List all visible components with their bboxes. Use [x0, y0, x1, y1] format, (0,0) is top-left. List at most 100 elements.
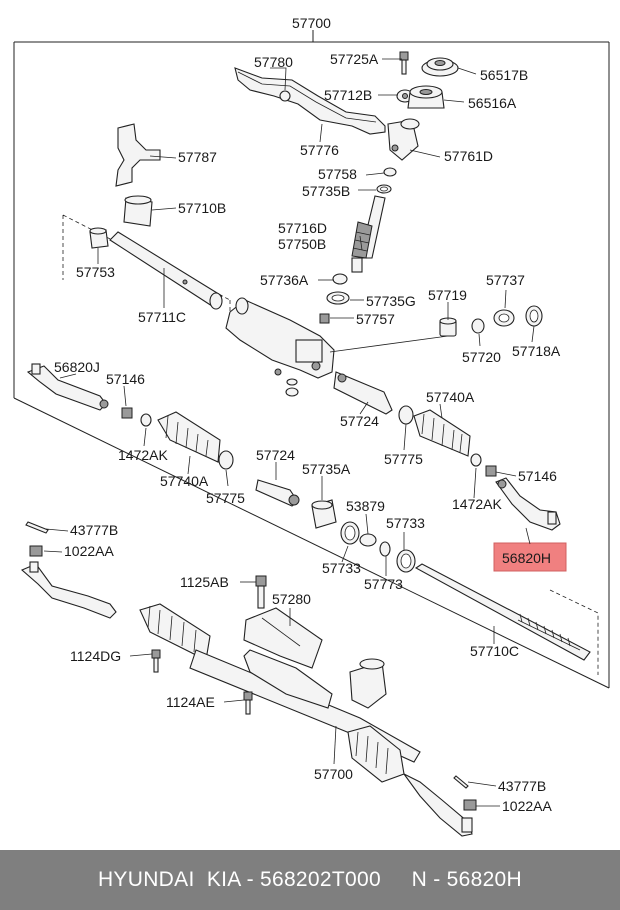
ring-57733-right	[396, 549, 416, 573]
label-56517B: 56517B	[480, 67, 528, 83]
label-1472AK-left: 1472AK	[118, 447, 168, 463]
label-57753: 57753	[76, 264, 115, 280]
boot-57740A-right	[413, 409, 471, 457]
bolt-57725A	[399, 51, 409, 75]
bushing-57753	[89, 227, 109, 249]
clip-1472AK-right	[470, 453, 482, 467]
cotter-pin-43777B-top	[25, 521, 49, 534]
label-57725A: 57725A	[330, 51, 379, 67]
label-43777B-bottom: 43777B	[498, 778, 546, 794]
label-57712B: 57712B	[324, 87, 372, 103]
part-number-footer: HYUNDAI KIA - 568202T000 N - 56820H	[0, 850, 620, 910]
rack-tube-57711C	[109, 231, 223, 310]
cotter-pin-43777B-bottom	[453, 775, 469, 789]
ring-57735B	[376, 184, 392, 194]
inner-tie-rod-57724-mid	[255, 479, 300, 507]
label-1124AE: 1124AE	[166, 694, 215, 710]
label-57700-top: 57700	[292, 15, 331, 31]
bracket-57787	[115, 123, 161, 187]
ring-57736A	[332, 273, 348, 285]
label-1472AK-right: 1472AK	[452, 496, 502, 512]
label-57710C: 57710C	[470, 643, 519, 659]
label-57724-mid: 57724	[256, 447, 295, 463]
seal-56517B	[421, 57, 459, 77]
bolt-1124AE	[243, 691, 253, 715]
bushing-57710B	[123, 195, 153, 227]
label-56516A: 56516A	[468, 95, 517, 111]
spring-57720	[471, 318, 485, 334]
clip-1472AK-left	[140, 413, 152, 427]
ring-57773	[379, 541, 391, 557]
label-57719: 57719	[428, 287, 467, 303]
label-57773: 57773	[364, 576, 403, 592]
nut-57146-left	[121, 407, 133, 419]
bolt-1124DG	[151, 649, 161, 673]
label-57787: 57787	[178, 149, 217, 165]
nut-57146-right	[485, 465, 497, 477]
label-57716D: 57716D	[278, 220, 327, 236]
label-53879: 53879	[346, 498, 385, 514]
exploded-parts-diagram: 57700 57780 57725A 56517B 57712B 56516A …	[13, 15, 610, 837]
ring-57735G	[326, 291, 350, 305]
ring-57733-left	[340, 521, 360, 545]
boot-57740A-left	[157, 411, 221, 463]
label-57146-right: 57146	[518, 468, 557, 484]
label-57724-top: 57724	[340, 413, 379, 429]
label-57735G: 57735G	[366, 293, 416, 309]
label-57710B: 57710B	[178, 200, 226, 216]
label-57750B: 57750B	[278, 236, 326, 252]
label-1022AA-bottom: 1022AA	[502, 798, 552, 814]
clamp-57775-right	[398, 405, 414, 425]
nut-57757	[319, 313, 330, 324]
pressure-pipe-57780	[234, 67, 386, 135]
label-43777B-top: 43777B	[70, 522, 118, 538]
label-57740A-left: 57740A	[160, 473, 209, 489]
label-1124DG: 1124DG	[70, 648, 121, 664]
bolt-1125AB	[255, 575, 267, 609]
label-57711C: 57711C	[138, 309, 186, 325]
label-57146-left: 57146	[106, 371, 145, 387]
clamp-57775-left	[218, 450, 234, 470]
label-57737: 57737	[486, 272, 525, 288]
label-57775-left: 57775	[206, 490, 245, 506]
pinion-shaft-57716D	[351, 195, 386, 273]
rack-bar-57710C	[414, 563, 591, 661]
rack-housing	[225, 297, 335, 379]
label-57740A-right: 57740A	[426, 389, 475, 405]
nut-57718A	[525, 305, 543, 327]
bushing-57735A	[311, 499, 337, 529]
plug-57737	[493, 309, 515, 327]
label-57776: 57776	[300, 142, 339, 158]
label-57700-bottom: 57700	[314, 766, 353, 782]
inner-tie-rod-57724-top	[333, 371, 393, 415]
label-57735A: 57735A	[302, 461, 351, 477]
nut-1022AA-bottom	[463, 799, 477, 811]
leader-lines	[43, 58, 535, 807]
tie-rod-end-56820J	[26, 363, 109, 411]
ring-57758	[383, 167, 397, 177]
cover-57280	[243, 607, 323, 669]
label-1125AB: 1125AB	[180, 574, 229, 590]
label-57733-right: 57733	[386, 515, 425, 531]
tie-rod-end-56820H	[495, 477, 561, 531]
label-57280: 57280	[272, 591, 311, 607]
label-56820H: 56820H	[502, 550, 551, 566]
footer-text: HYUNDAI KIA - 568202T000 N - 56820H	[97, 868, 523, 891]
nut-1022AA-top	[29, 545, 43, 557]
label-57780: 57780	[254, 54, 293, 70]
label-57718A: 57718A	[512, 343, 561, 359]
label-57720: 57720	[462, 349, 501, 365]
label-57758: 57758	[318, 166, 357, 182]
small-rings-center	[285, 378, 299, 397]
label-57775-right: 57775	[384, 451, 423, 467]
highlight-box	[493, 542, 567, 572]
part-labels: 57700 57780 57725A 56517B 57712B 56516A …	[54, 15, 561, 814]
valve-body-57761D	[387, 118, 420, 161]
ring-53879	[359, 533, 377, 547]
label-56820J: 56820J	[54, 359, 100, 375]
label-57733-left: 57733	[322, 560, 361, 576]
label-57757: 57757	[356, 311, 395, 327]
label-1022AA-top: 1022AA	[64, 543, 114, 559]
label-57736A: 57736A	[260, 272, 309, 288]
housing-56516A	[407, 85, 445, 109]
